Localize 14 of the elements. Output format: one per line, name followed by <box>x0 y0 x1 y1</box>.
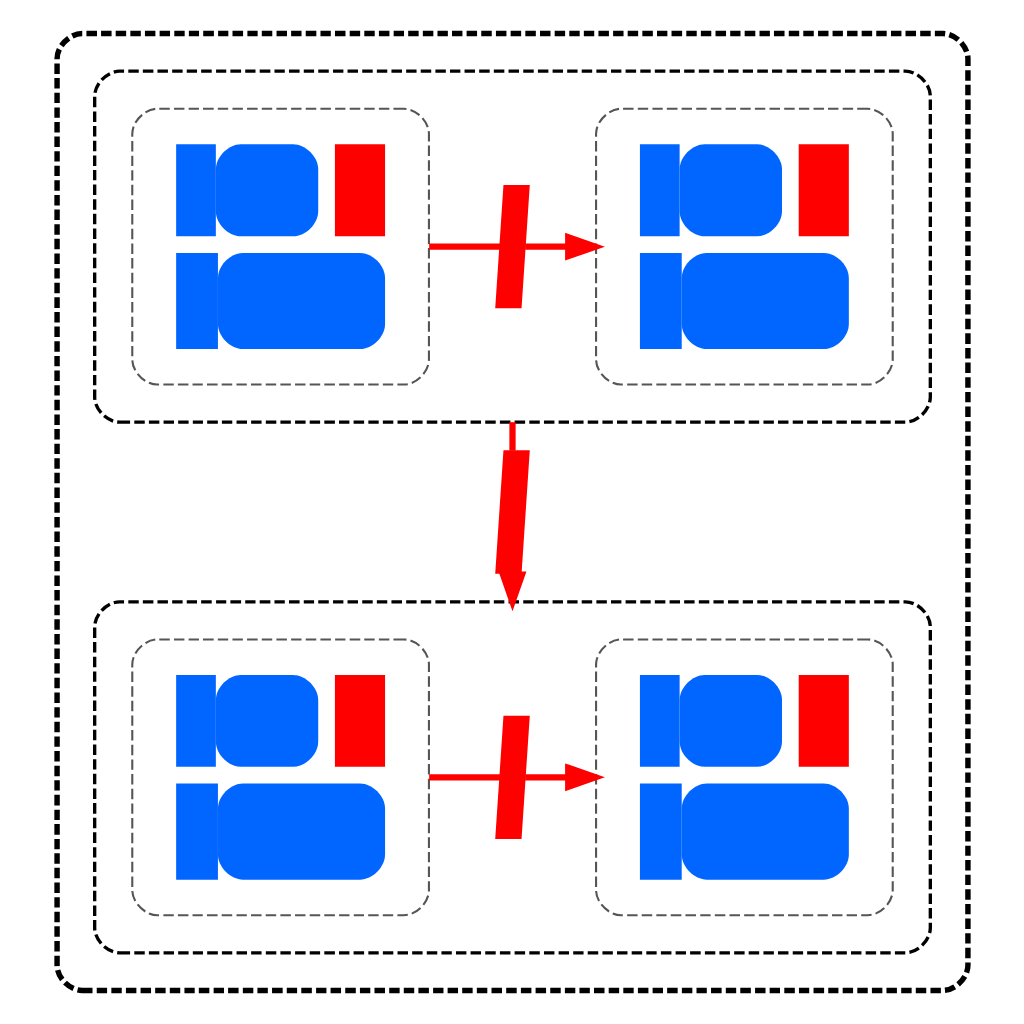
node-picture <box>594 107 894 386</box>
node-picture <box>594 638 894 917</box>
arrow <box>524 763 605 792</box>
cluster <box>92 69 932 424</box>
node-picture <box>494 715 530 839</box>
cluster <box>53 30 971 994</box>
node-picture <box>130 638 430 917</box>
arrow <box>524 232 605 261</box>
cluster <box>92 600 932 955</box>
node-picture <box>130 107 430 386</box>
node-picture <box>494 185 530 309</box>
connector <box>508 422 516 451</box>
connector <box>428 774 500 781</box>
connector <box>428 243 500 250</box>
